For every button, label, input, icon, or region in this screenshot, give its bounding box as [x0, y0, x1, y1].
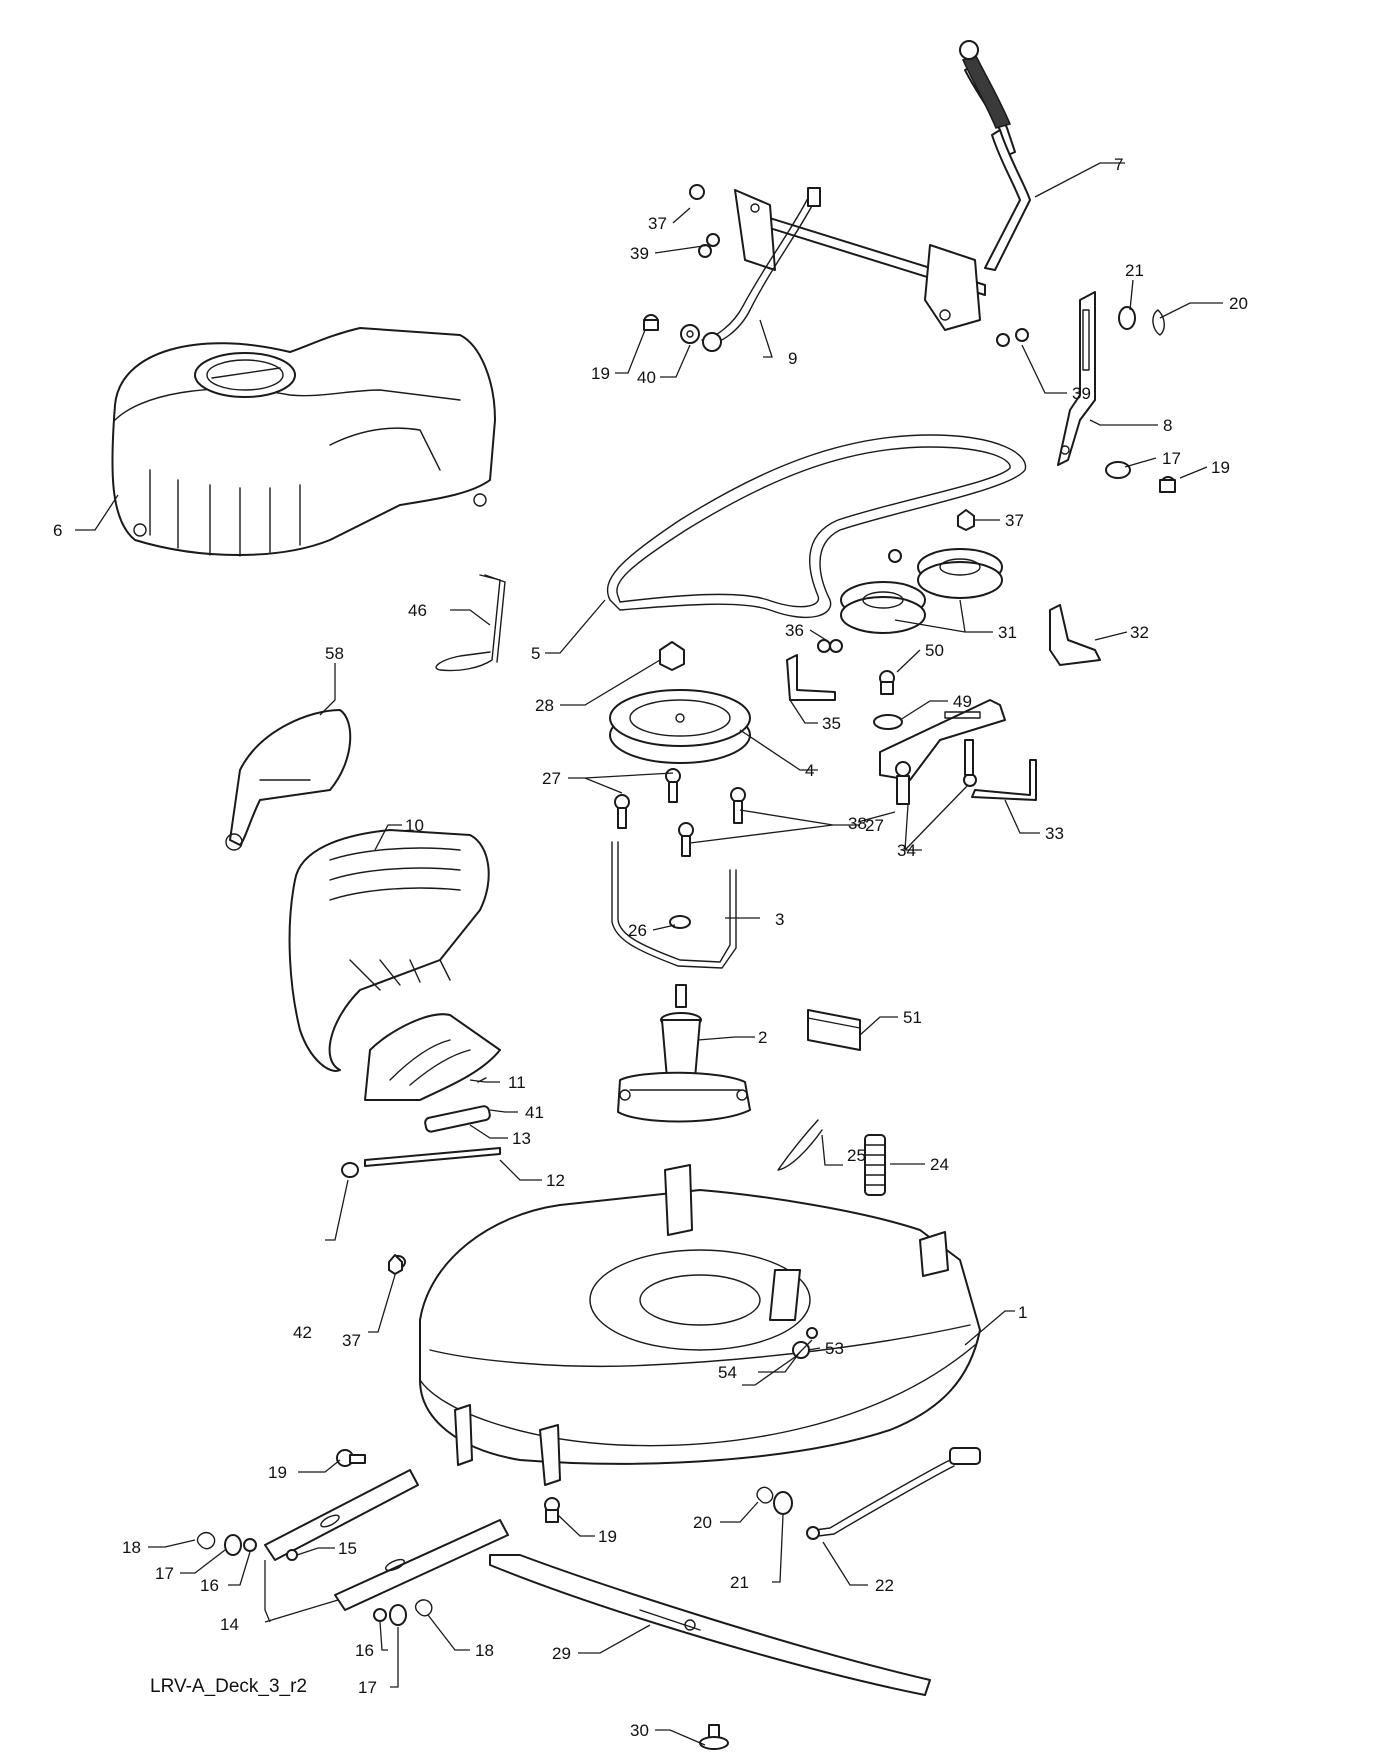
callout-12: 12 — [546, 1171, 565, 1190]
deck-pulley-part — [609, 641, 751, 764]
callout-9: 9 — [788, 349, 797, 368]
callout-16-left: 16 — [200, 1576, 219, 1595]
callout-33: 33 — [1045, 824, 1064, 843]
callout-26: 26 — [628, 921, 647, 940]
callout-20-lower: 20 — [693, 1513, 712, 1532]
callout-14: 14 — [220, 1615, 239, 1634]
wire-rod-part — [435, 574, 506, 672]
callout-7: 7 — [1114, 155, 1123, 174]
drive-belt-part — [606, 434, 1027, 618]
callout-labels: 1 2 3 4 5 6 7 8 9 10 11 12 13 14 15 16 1… — [53, 155, 1248, 1740]
callout-1: 1 — [1018, 1303, 1027, 1322]
callout-50: 50 — [925, 641, 944, 660]
callout-13: 13 — [512, 1129, 531, 1148]
callout-41: 41 — [525, 1103, 544, 1122]
callout-37-top: 37 — [648, 214, 667, 233]
callout-19-top-left: 19 — [591, 364, 610, 383]
callout-27-lower: 27 — [865, 816, 884, 835]
belt-cover-part — [111, 327, 496, 557]
bracket-35-part — [786, 639, 843, 701]
callout-20-top: 20 — [1229, 294, 1248, 313]
callout-28: 28 — [535, 696, 554, 715]
callout-36: 36 — [785, 621, 804, 640]
left-deck-hardware — [336, 1254, 403, 1467]
callout-10: 10 — [405, 816, 424, 835]
callout-19-lower-center: 19 — [598, 1527, 617, 1546]
bracket-8-part — [1057, 291, 1096, 466]
callout-2: 2 — [758, 1028, 767, 1047]
pin-spring-part — [777, 1119, 886, 1196]
mower-blade-part — [489, 1554, 931, 1696]
callout-39-right: 39 — [1072, 384, 1091, 403]
callout-25: 25 — [847, 1146, 866, 1165]
bumper-51-part — [807, 1009, 861, 1051]
side-chute-part — [225, 709, 352, 851]
callout-37-right: 37 — [1005, 511, 1024, 530]
callout-6: 6 — [53, 521, 62, 540]
callout-31: 31 — [998, 623, 1017, 642]
callout-24: 24 — [930, 1155, 949, 1174]
callout-32: 32 — [1130, 623, 1149, 642]
callout-38: 38 — [848, 814, 867, 833]
callout-19-top-right: 19 — [1211, 458, 1230, 477]
callout-51: 51 — [903, 1008, 922, 1027]
callout-29: 29 — [552, 1644, 571, 1663]
right-hardware-group — [1105, 306, 1176, 493]
callout-35: 35 — [822, 714, 841, 733]
callout-46: 46 — [408, 601, 427, 620]
callout-8: 8 — [1163, 416, 1172, 435]
lift-links-part — [264, 1469, 509, 1611]
callout-58: 58 — [325, 644, 344, 663]
mulch-cover-part — [288, 829, 490, 1072]
callout-19-lower-left: 19 — [268, 1463, 287, 1482]
callout-34: 34 — [897, 841, 916, 860]
bracket-32-part — [1049, 604, 1101, 666]
callout-18-right: 18 — [475, 1641, 494, 1660]
rod-22-part — [806, 1447, 981, 1540]
idler-hardware-part — [873, 670, 903, 730]
callout-5: 5 — [531, 644, 540, 663]
callout-17-left: 17 — [155, 1564, 174, 1583]
spindle-part — [617, 984, 751, 1123]
callout-39-top: 39 — [630, 244, 649, 263]
leader-lines — [75, 162, 1223, 1746]
callout-40: 40 — [637, 368, 656, 387]
diagram-caption: LRV-A_Deck_3_r2 — [150, 1676, 308, 1697]
callout-17-right: 17 — [358, 1678, 377, 1697]
callout-21-lower: 21 — [730, 1573, 749, 1592]
callout-4: 4 — [805, 761, 814, 780]
spindle-bolts-part — [614, 768, 746, 857]
callout-22: 22 — [875, 1576, 894, 1595]
callout-3: 3 — [775, 910, 784, 929]
left-link-hardware — [196, 1531, 433, 1626]
idler-pulleys-part — [840, 509, 1003, 634]
top-hardware-group — [643, 184, 1029, 347]
callout-17-top: 17 — [1162, 449, 1181, 468]
callout-42: 42 — [293, 1323, 312, 1342]
callout-11: 11 — [508, 1073, 526, 1092]
callout-15: 15 — [338, 1539, 357, 1558]
callout-37-lower: 37 — [342, 1331, 361, 1350]
link-rod-part — [701, 187, 821, 352]
callout-30: 30 — [630, 1721, 649, 1740]
callout-16-right: 16 — [355, 1641, 374, 1660]
mower-deck-part — [419, 1164, 981, 1486]
callout-27-upper: 27 — [542, 769, 561, 788]
lift-handle-part — [734, 40, 1031, 331]
callout-18-left: 18 — [122, 1538, 141, 1557]
idler-arm-part — [879, 699, 1037, 805]
callout-49: 49 — [953, 692, 972, 711]
mulch-plate-part — [364, 1013, 501, 1133]
callout-53: 53 — [825, 1339, 844, 1358]
center-link-hardware — [544, 1486, 793, 1523]
belt-guard-part — [611, 841, 737, 969]
callout-21-top: 21 — [1125, 261, 1144, 280]
callout-54: 54 — [718, 1363, 737, 1382]
blade-bolt-part — [699, 1724, 729, 1750]
